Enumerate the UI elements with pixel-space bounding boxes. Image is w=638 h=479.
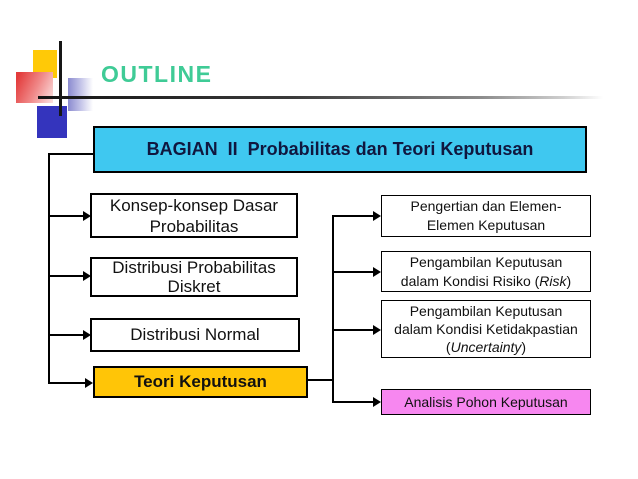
box-risiko-line2: dalam Kondisi Risiko (Risk) xyxy=(400,272,572,289)
box-keputusan-ketidakpastian: Pengambilan Keputusan dalam Kondisi Keti… xyxy=(381,300,591,358)
arrowhead-right-2 xyxy=(373,267,381,277)
connector-left-branch-3 xyxy=(48,334,84,336)
title-divider-line xyxy=(38,96,603,99)
logo-blue-gradient-square xyxy=(68,78,93,111)
arrowhead-left-4 xyxy=(85,378,93,388)
connector-right-branch-3 xyxy=(332,329,374,331)
box-pengertian-line1: Pengertian dan Elemen- xyxy=(410,198,562,214)
box-keputusan-kondisi-risiko: Pengambilan Keputusan dalam Kondisi Risi… xyxy=(381,251,591,292)
connector-left-trunk xyxy=(48,153,50,384)
box-konsep-line2: Probabilitas xyxy=(149,216,239,236)
connector-right-branch-1 xyxy=(332,215,374,217)
arrowhead-right-3 xyxy=(373,325,381,335)
connector-teori-feed xyxy=(308,379,334,381)
box-ketidakpastian-line1: Pengambilan Keputusan xyxy=(409,303,563,319)
arrowhead-right-1 xyxy=(373,211,381,221)
box-distribusi-normal: Distribusi Normal xyxy=(90,318,300,352)
connector-left-branch-1 xyxy=(48,215,84,217)
connector-right-branch-2 xyxy=(332,271,374,273)
arrowhead-left-1 xyxy=(83,211,91,221)
header-box-bagian-ii: BAGIAN II Probabilitas dan Teori Keputus… xyxy=(93,126,587,173)
box-analisis-pohon-keputusan: Analisis Pohon Keputusan xyxy=(381,389,591,415)
box-pengertian-line2: Elemen Keputusan xyxy=(426,217,546,233)
box-teori-keputusan: Teori Keputusan xyxy=(93,366,308,398)
box-diskret-line2: Diskret xyxy=(167,277,221,296)
arrowhead-left-2 xyxy=(83,271,91,281)
connector-header-feed xyxy=(48,153,93,155)
logo-navy-square xyxy=(37,106,67,138)
box-pengertian-elemen-keputusan: Pengertian dan Elemen- Elemen Keputusan xyxy=(381,195,591,237)
risk-italic-text: Risk xyxy=(539,272,567,289)
box-ketidakpastian-line2: dalam Kondisi Ketidakpastian xyxy=(394,321,578,337)
box-normal-label: Distribusi Normal xyxy=(130,325,260,344)
connector-right-branch-4 xyxy=(332,401,374,403)
box-konsep-line1: Konsep-konsep Dasar xyxy=(109,195,279,215)
connector-left-branch-4 xyxy=(48,382,86,384)
box-analisis-label: Analisis Pohon Keputusan xyxy=(404,394,568,410)
page-title: OUTLINE xyxy=(101,61,213,87)
box-risiko-line1: Pengambilan Keputusan xyxy=(409,253,563,270)
box-konsep-dasar-probabilitas: Konsep-konsep Dasar Probabilitas xyxy=(90,193,298,238)
box-distribusi-probabilitas-diskret: Distribusi Probabilitas Diskret xyxy=(90,257,298,297)
logo-vertical-line xyxy=(59,41,62,116)
uncertainty-italic-text: Uncertainty xyxy=(450,339,522,355)
header-box-label: BAGIAN II Probabilitas dan Teori Keputus… xyxy=(146,139,534,159)
box-teori-label: Teori Keputusan xyxy=(134,372,267,391)
arrowhead-left-3 xyxy=(83,330,91,340)
box-ketidakpastian-line3: (Uncertainty) xyxy=(445,339,527,355)
arrowhead-right-4 xyxy=(373,397,381,407)
connector-right-trunk xyxy=(332,215,334,403)
box-diskret-line1: Distribusi Probabilitas xyxy=(112,258,276,277)
connector-left-branch-2 xyxy=(48,275,84,277)
